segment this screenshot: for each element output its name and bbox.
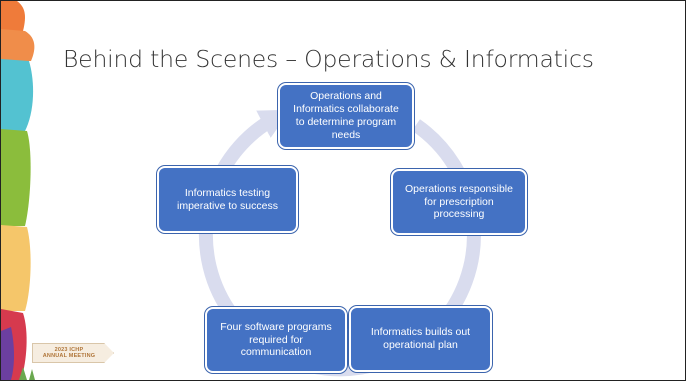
badge-line-2: ANNUAL MEETING (42, 353, 96, 360)
badge-line-1: 2023 ICHP (54, 347, 84, 353)
cycle-node-operations: Operations responsible for prescription … (391, 169, 527, 235)
cycle-node-builds-plan: Informatics builds out operational plan (349, 306, 492, 372)
decorative-color-stripe (1, 1, 35, 380)
cycle-node-software: Four software programs required for comm… (205, 307, 347, 373)
cycle-node-testing: Informatics testing imperative to succes… (157, 166, 298, 233)
cycle-node-collaborate: Operations and Informatics collaborate t… (278, 83, 414, 149)
slide-title: Behind the Scenes – Operations & Informa… (63, 45, 594, 73)
meeting-logo-badge: 2023 ICHP ANNUAL MEETING (32, 343, 114, 363)
